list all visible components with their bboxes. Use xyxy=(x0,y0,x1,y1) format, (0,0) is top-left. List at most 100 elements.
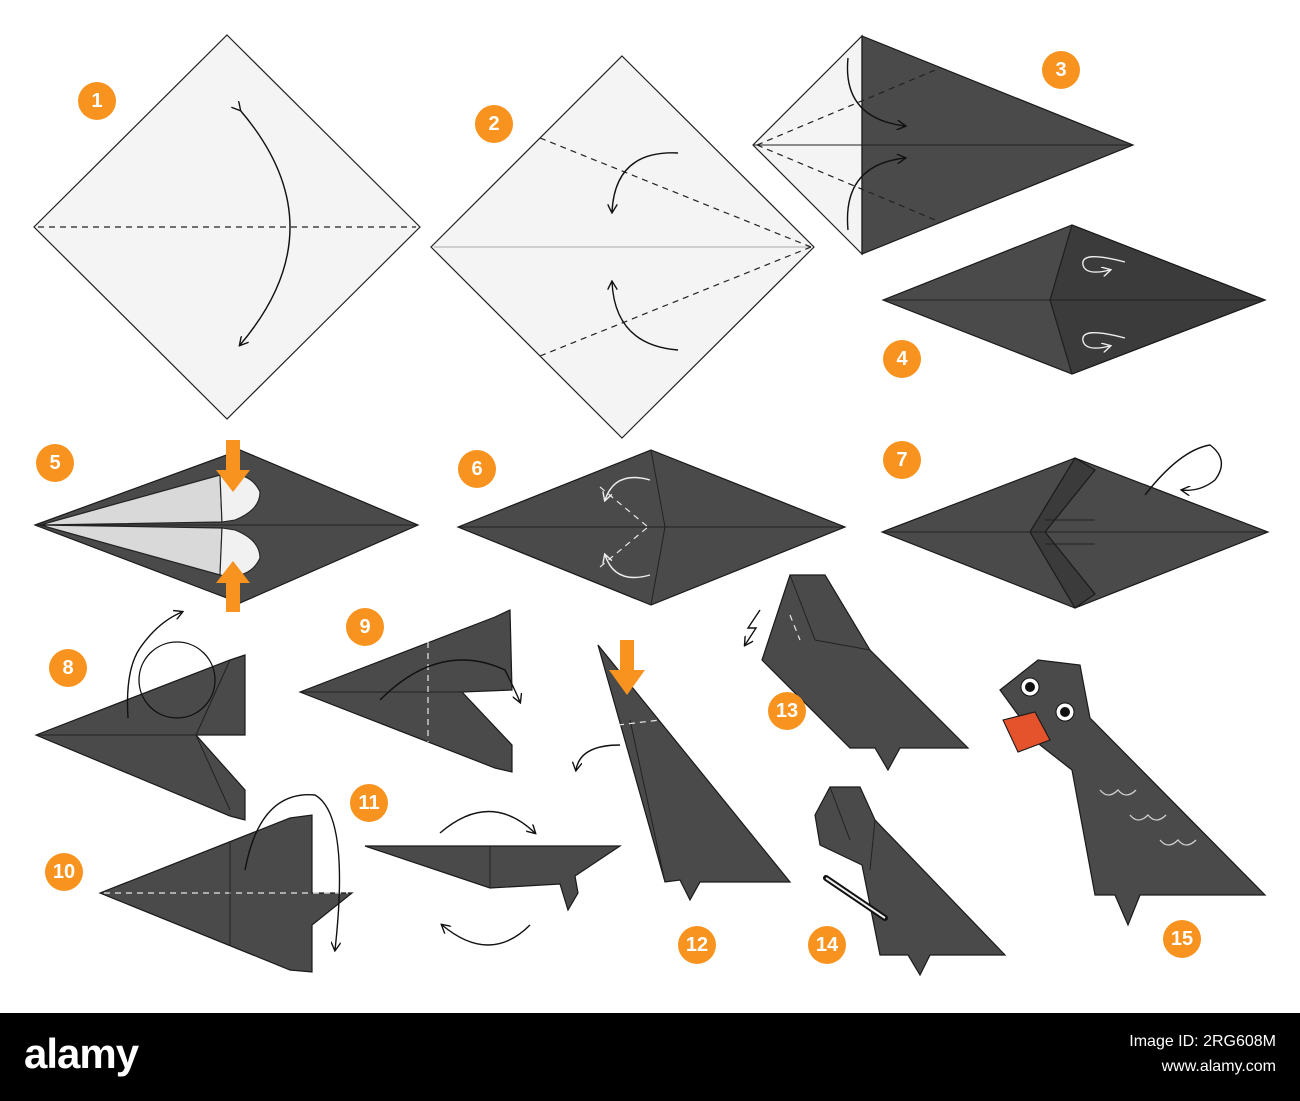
white-flap-bottom xyxy=(39,524,223,576)
step-number-8: 8 xyxy=(62,657,73,679)
step-14-figure xyxy=(814,786,1007,977)
edge-line xyxy=(650,526,666,606)
step-number-14: 14 xyxy=(816,934,839,956)
edge-line xyxy=(869,819,876,871)
step-badge-12: 12 xyxy=(678,926,716,964)
step-9-figure xyxy=(298,609,520,773)
pencil-icon xyxy=(823,875,888,921)
step-number-4: 4 xyxy=(896,348,908,370)
eye-right-pupil xyxy=(1060,707,1070,717)
fold-line xyxy=(789,614,801,641)
step-number-3: 3 xyxy=(1055,59,1066,81)
edge-line xyxy=(789,574,816,641)
inside-reverse-fold-arrow xyxy=(745,609,761,645)
step-badge-1: 1 xyxy=(78,82,116,120)
half-body-shape xyxy=(298,609,513,773)
step-number-9: 9 xyxy=(359,616,370,638)
valley-fold-line-bottom xyxy=(539,246,812,357)
step-badge-10: 10 xyxy=(45,853,83,891)
step-number-13: 13 xyxy=(776,700,798,722)
step-badge-2: 2 xyxy=(475,105,513,143)
mountain-fold-arrow xyxy=(1144,444,1223,495)
edge-line xyxy=(829,786,851,841)
turn-over-arrow-top xyxy=(439,810,535,834)
step-1-figure xyxy=(33,34,421,420)
edge-line xyxy=(1049,224,1073,301)
push-arrow-up-icon xyxy=(216,561,250,612)
step-6-figure xyxy=(456,449,847,606)
step-13-figure xyxy=(745,574,970,772)
footer-site-link[interactable]: www.alamy.com xyxy=(1161,1058,1276,1075)
reverse-fold-arrow-bottom xyxy=(1082,332,1126,348)
step-8-figure xyxy=(34,612,246,821)
beak-shape xyxy=(1002,711,1051,753)
step-number-15: 15 xyxy=(1171,928,1193,950)
footer-logo: alamy xyxy=(24,1030,139,1077)
step-3-figure xyxy=(752,34,1135,256)
step-badge-11: 11 xyxy=(350,784,388,822)
edge-line xyxy=(814,639,871,651)
fold-arrow-top xyxy=(846,57,905,126)
fold-arrow-top xyxy=(605,476,651,501)
fold-arrow-bottom xyxy=(846,158,905,231)
footer-image-id: Image ID: 2RG608M xyxy=(1129,1033,1276,1050)
valley-fold-line-top xyxy=(756,67,941,146)
bird-body-shape xyxy=(814,786,1007,977)
fold-line xyxy=(617,719,661,726)
rotate-arrow xyxy=(126,612,183,719)
step-number-7: 7 xyxy=(896,449,907,471)
step-5-figure xyxy=(33,440,420,612)
fold-arrow-bottom xyxy=(605,555,651,579)
step-badge-14: 14 xyxy=(808,926,846,964)
step-2-figure xyxy=(430,55,815,439)
step-15-figure xyxy=(999,659,1267,927)
fold-unfold-arrow xyxy=(240,110,291,345)
white-flap-top xyxy=(39,474,223,526)
fold-arrow xyxy=(244,794,340,950)
step-4-figure xyxy=(881,224,1267,375)
step-badge-6: 6 xyxy=(458,450,496,488)
step-badge-13: 13 xyxy=(768,692,806,730)
feather-marks xyxy=(1099,789,1197,846)
step-number-5: 5 xyxy=(49,452,60,474)
step-badge-5: 5 xyxy=(36,444,74,482)
push-arrow-down-icon xyxy=(609,640,645,695)
bird-body-shape xyxy=(761,574,970,772)
step-7-figure xyxy=(880,444,1270,609)
step-badge-3: 3 xyxy=(1042,51,1080,89)
edge-line xyxy=(195,734,231,811)
step-12-figure xyxy=(576,640,792,902)
step-badge-8: 8 xyxy=(49,649,87,687)
edge-line xyxy=(629,719,666,883)
fold-arrow-bottom xyxy=(612,282,679,351)
push-arrow-down-icon xyxy=(216,440,250,492)
step-number-1: 1 xyxy=(91,90,102,112)
step-number-10: 10 xyxy=(53,861,75,883)
step-number-2: 2 xyxy=(488,113,499,135)
step-11-figure xyxy=(364,810,622,946)
step-10-figure xyxy=(98,794,354,973)
diagram-canvas: 1 2 3 4 5 6 7 8 9 10 11 12 13 14 15 xyxy=(33,34,1270,977)
turn-over-arrow-bottom xyxy=(442,925,531,946)
reverse-fold-arrow-top xyxy=(1082,256,1126,272)
step-number-11: 11 xyxy=(358,792,379,814)
fold-arrow xyxy=(379,659,520,702)
step-number-12: 12 xyxy=(686,934,708,956)
folded-body-shape xyxy=(364,845,622,912)
fold-arrow-top xyxy=(612,152,679,212)
eye-left-pupil xyxy=(1025,682,1035,692)
edge-line xyxy=(1049,299,1073,375)
valley-fold-line-top xyxy=(539,137,812,248)
valley-fold-line-bottom xyxy=(756,144,941,223)
step-badge-7: 7 xyxy=(883,441,921,479)
step-badge-15: 15 xyxy=(1163,920,1201,958)
step-badge-9: 9 xyxy=(346,608,384,646)
rotation-loop xyxy=(138,641,216,719)
step-badge-4: 4 xyxy=(883,340,921,378)
footer-bar xyxy=(0,1013,1300,1101)
step-number-6: 6 xyxy=(471,458,482,480)
edge-line xyxy=(195,659,231,736)
fold-arrow xyxy=(576,744,621,770)
edge-line xyxy=(650,449,666,528)
